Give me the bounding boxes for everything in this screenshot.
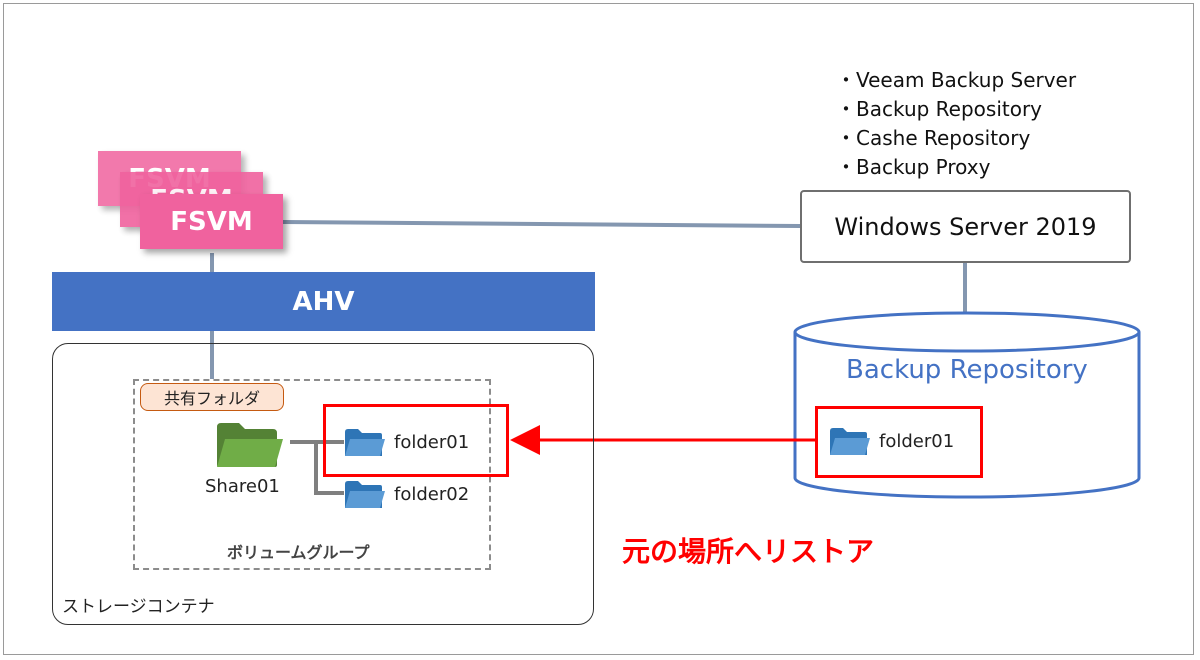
windows-server-box: Windows Server 2019 xyxy=(800,190,1131,263)
folder-label: folder01 xyxy=(879,431,955,452)
server-role-item: Backup Proxy xyxy=(836,153,1076,182)
share-name-label: Share01 xyxy=(205,476,280,497)
restored-folder-highlight xyxy=(323,404,509,477)
fsvm-server-link xyxy=(282,220,801,228)
folder-label: folder01 xyxy=(394,432,470,453)
folder-label: folder02 xyxy=(394,484,470,505)
fsvm-label: FSVM xyxy=(170,206,253,237)
repository-cylinder xyxy=(793,311,1141,499)
folder-icon xyxy=(345,481,385,508)
server-role-item: Backup Repository xyxy=(836,95,1076,124)
share-tree-lines xyxy=(290,440,344,495)
ahv-label: AHV xyxy=(292,286,355,317)
folder-icon xyxy=(830,428,870,455)
diagram-frame xyxy=(3,3,1194,655)
server-role-item: Cashe Repository xyxy=(836,124,1076,153)
repository-label: Backup Repository xyxy=(846,355,1088,385)
ahv-bar: AHV xyxy=(52,272,595,331)
server-role-item: Veeam Backup Server xyxy=(836,66,1076,95)
storage-container-box xyxy=(52,343,594,625)
shared-folder-tag-label: 共有フォルダ xyxy=(163,389,260,408)
share-folder-icon xyxy=(217,423,283,467)
server-roles-list: Veeam Backup Server Backup Repository Ca… xyxy=(836,66,1076,182)
folder-icon xyxy=(345,429,385,456)
shared-folder-tag: 共有フォルダ xyxy=(140,383,284,411)
repository-folder-highlight xyxy=(815,406,983,478)
fsvm-box-front: FSVM xyxy=(140,194,283,249)
restore-label: 元の場所へリストア xyxy=(622,535,875,568)
windows-server-label: Windows Server 2019 xyxy=(834,212,1097,241)
storage-container-label: ストレージコンテナ xyxy=(62,597,215,617)
volume-group-label: ボリュームグループ xyxy=(227,543,370,562)
